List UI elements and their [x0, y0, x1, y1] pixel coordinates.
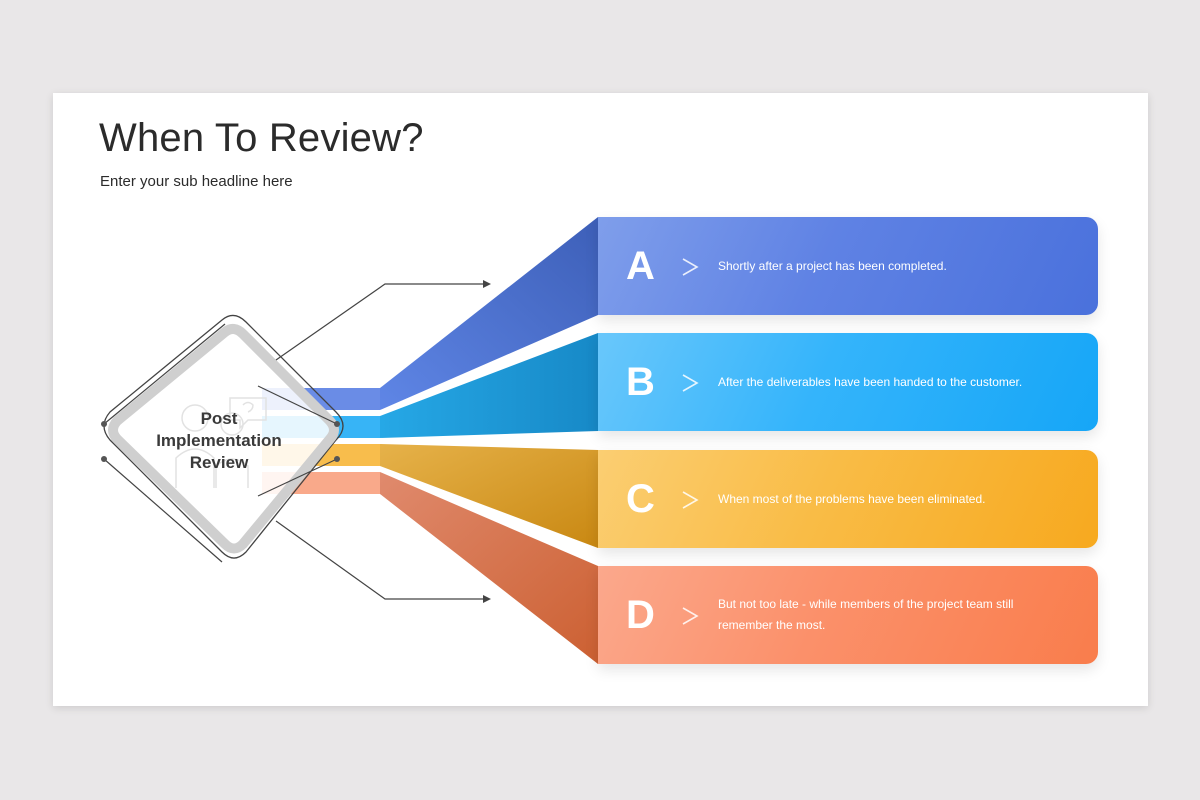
item-text: Shortly after a project has been complet…	[718, 258, 947, 273]
item-card-b: B After the deliverables have been hande…	[598, 333, 1098, 431]
wedge-d	[380, 472, 598, 664]
item-letter: C	[626, 477, 655, 521]
dot-right-top	[334, 421, 340, 427]
connector-top-left	[103, 323, 226, 425]
page-title: When To Review?	[99, 116, 424, 160]
chevron-right-icon	[682, 607, 699, 625]
item-text: But not too late - while members of the …	[718, 597, 1014, 632]
connector-lines	[103, 283, 486, 600]
center-label: Post Implementation Review	[144, 408, 294, 474]
dot-left-bottom	[101, 456, 107, 462]
connector-inner-top	[257, 385, 338, 425]
chevron-right-icon	[682, 491, 699, 509]
item-card-d: D But not too late - while members of th…	[598, 566, 1098, 664]
center-diamond-outline	[103, 314, 344, 559]
item-letter: A	[626, 244, 655, 288]
arrowhead-top	[483, 280, 491, 288]
dot-right-bottom	[334, 456, 340, 462]
item-letter: B	[626, 360, 655, 404]
dot-left-top	[101, 421, 107, 427]
item-card-c: C When most of the problems have been el…	[598, 450, 1098, 548]
wedge-b	[380, 333, 598, 438]
wedge-a	[380, 217, 598, 410]
connector-top-right	[275, 283, 486, 361]
connector-dots	[101, 421, 340, 462]
center-label-line2: Implementation	[156, 431, 282, 450]
arrowhead-bottom	[483, 595, 491, 603]
page-subtitle: Enter your sub headline here	[100, 173, 293, 190]
connector-inner-bottom	[257, 458, 338, 497]
item-text: When most of the problems have been elim…	[718, 491, 986, 506]
center-label-line1: Post	[200, 409, 238, 428]
chevron-right-icon	[682, 374, 699, 392]
wedge-c	[380, 444, 598, 548]
item-text: After the deliverables have been handed …	[718, 374, 1023, 389]
center-diamond	[108, 324, 339, 554]
people-question-icon	[175, 397, 267, 488]
connector-bottom-left	[103, 458, 223, 563]
item-letter: D	[626, 593, 655, 637]
connector-bottom-right	[275, 520, 486, 600]
center-label-line3: Review	[189, 453, 249, 472]
chevron-right-icon	[682, 258, 699, 276]
connector-arrowheads	[483, 280, 491, 603]
item-card-a: A Shortly after a project has been compl…	[598, 217, 1098, 315]
